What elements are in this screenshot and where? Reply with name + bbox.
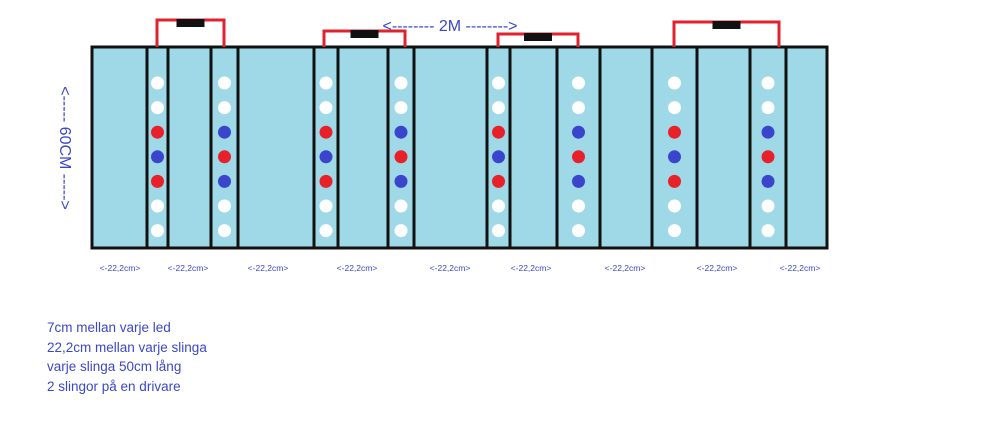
led-white — [492, 76, 505, 90]
spacing-label: <-22,2cm> — [780, 263, 821, 273]
driver-box — [712, 21, 741, 29]
led-white — [319, 76, 333, 90]
led-white — [761, 224, 775, 238]
led-white — [668, 101, 681, 115]
led-red — [761, 150, 775, 164]
note-line: 2 slingor på en drivare — [47, 378, 181, 394]
spacing-label: <-22,2cm> — [337, 263, 378, 273]
led-blue — [761, 125, 775, 139]
note-line: 7cm mellan varje led — [47, 320, 171, 335]
led-white — [572, 224, 585, 238]
led-blue — [218, 174, 231, 188]
led-white — [151, 101, 164, 115]
led-red — [572, 150, 585, 164]
drivers — [155, 18, 781, 47]
led-white — [492, 199, 505, 213]
led-blue — [319, 150, 333, 164]
note-line: varje slinga 50cm lång — [47, 359, 182, 374]
led-red — [151, 174, 164, 188]
width-label: <-------- 2M --------> — [382, 18, 517, 35]
led-red — [668, 125, 681, 139]
led-white — [668, 76, 681, 90]
led-white — [319, 224, 333, 238]
spacing-label: <-22,2cm> — [605, 263, 646, 273]
spacing-label: <-22,2cm> — [168, 263, 209, 273]
led-red — [668, 174, 681, 188]
led-white — [572, 76, 585, 90]
panel-background — [90, 45, 829, 250]
led-blue — [572, 125, 585, 139]
led-red — [492, 174, 505, 188]
driver-box — [524, 33, 552, 41]
led-blue — [668, 150, 681, 164]
led-white — [572, 199, 585, 213]
led-red — [151, 125, 164, 139]
led-white — [151, 76, 164, 90]
led-white — [151, 224, 164, 238]
led-white — [761, 76, 775, 90]
spacing-label: <-22,2cm> — [697, 263, 738, 273]
led-red — [319, 125, 333, 139]
led-white — [394, 199, 408, 213]
led-white — [394, 76, 408, 90]
led-blue — [761, 174, 775, 188]
driver-box — [350, 30, 379, 38]
led-white — [492, 224, 505, 238]
led-blue — [394, 174, 408, 188]
panel-dividers — [145, 47, 788, 248]
led-white — [218, 199, 231, 213]
led-red — [394, 150, 408, 164]
spacing-label: <-22,2cm> — [248, 263, 289, 273]
notes: 7cm mellan varje led 22,2cm mellan varje… — [47, 318, 207, 396]
led-white — [668, 199, 681, 213]
led-red — [492, 125, 505, 139]
led-white — [668, 224, 681, 238]
led-white — [572, 101, 585, 115]
spacing-labels: <-22,2cm> <-22,2cm> <-22,2cm> <-22,2cm> <-22… — [100, 263, 821, 273]
led-white — [394, 101, 408, 115]
led-red — [319, 174, 333, 188]
led-blue — [151, 150, 164, 164]
led-blue — [394, 125, 408, 139]
led-red — [218, 150, 231, 164]
led-white — [218, 224, 231, 238]
spacing-label: <-22,2cm> — [100, 263, 141, 273]
led-white — [218, 101, 231, 115]
note-line: 22,2cm mellan varje slinga — [47, 339, 207, 355]
led-white — [761, 101, 775, 115]
led-blue — [492, 150, 505, 164]
led-blue — [218, 125, 231, 139]
led-white — [492, 101, 505, 115]
led-white — [151, 199, 164, 213]
led-white — [394, 224, 408, 238]
spacing-label: <-22,2cm> — [511, 263, 552, 273]
led-white — [761, 199, 775, 213]
led-white — [319, 199, 333, 213]
led-white — [319, 101, 333, 115]
driver-box — [176, 19, 205, 27]
spacing-label: <-22,2cm> — [430, 263, 471, 273]
height-label: <----- 60CM -----> — [56, 86, 73, 210]
led-blue — [572, 174, 585, 188]
led-white — [218, 76, 231, 90]
led-strings — [151, 76, 775, 238]
